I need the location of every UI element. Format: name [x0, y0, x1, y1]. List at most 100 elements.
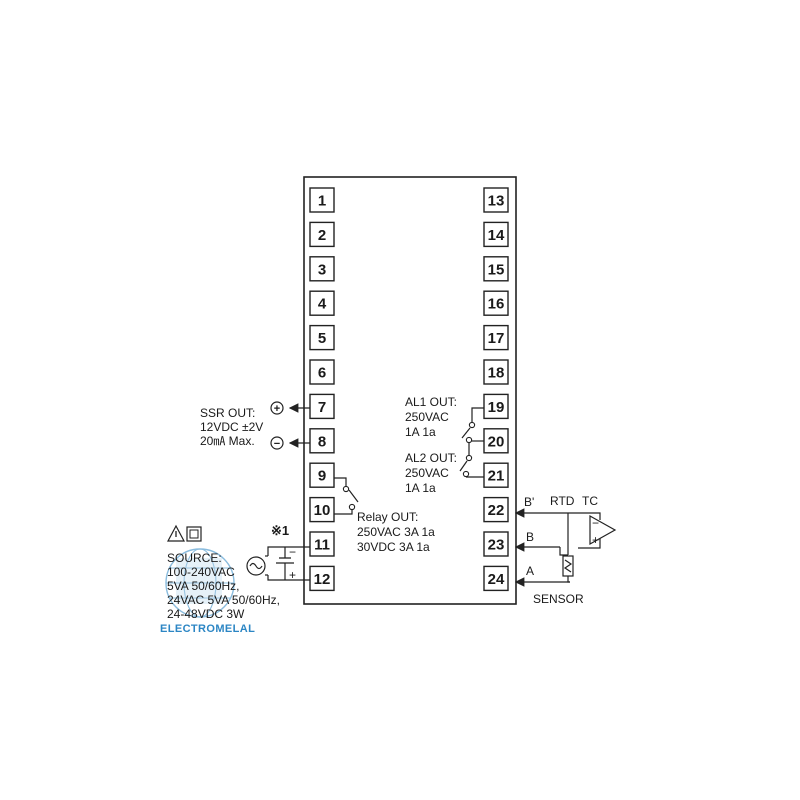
terminal-23: 23 — [483, 531, 509, 557]
terminal-box — [309, 324, 335, 351]
terminal-number: 12 — [314, 571, 331, 588]
terminal-19: 19 — [483, 393, 509, 420]
terminal-box — [309, 428, 335, 454]
terminal-9: 9 — [309, 462, 335, 488]
terminal-box — [309, 565, 335, 592]
globe-watermark-icon — [165, 548, 235, 618]
terminal-box — [483, 256, 509, 282]
tc-plus-label: + — [592, 533, 599, 547]
terminal-21: 21 — [483, 462, 509, 488]
ssr-out-voltage: 12VDC ±2V — [200, 420, 263, 434]
terminal-box — [483, 290, 509, 316]
terminal-10: 10 — [309, 496, 335, 523]
terminal-number: 21 — [488, 468, 505, 485]
ssr-minus-symbol: − — [274, 438, 280, 450]
dc-minus-label: − — [289, 545, 296, 559]
terminal-box — [483, 324, 509, 351]
terminal-number: 14 — [488, 227, 505, 244]
relay-out-ac-rating: 250VAC 3A 1a — [357, 525, 435, 539]
terminal-box — [483, 221, 509, 248]
source-note-mark: ※1 — [271, 523, 289, 538]
sensor-rtd-label: RTD — [550, 494, 575, 508]
terminal-3: 3 — [309, 256, 335, 282]
terminal-number: 9 — [318, 468, 326, 485]
terminal-number: 1 — [318, 193, 326, 210]
terminal-number: 24 — [488, 571, 505, 588]
controller-housing — [303, 176, 517, 605]
al2-out-current: 1A 1a — [405, 481, 436, 495]
terminal-number: 3 — [318, 261, 326, 278]
source-title: SOURCE: — [167, 551, 222, 565]
terminal-20: 20 — [483, 428, 509, 454]
terminal-box — [309, 531, 335, 557]
ssr-out-title: SSR OUT: — [200, 406, 255, 420]
sensor-a-label: A — [526, 564, 534, 578]
terminal-number: 19 — [488, 399, 505, 416]
sensor-b-label: B — [526, 530, 534, 544]
double-insulation-icon — [186, 526, 202, 542]
terminal-2: 2 — [309, 221, 335, 248]
terminal-box — [309, 462, 335, 488]
terminal-number: 5 — [318, 330, 326, 347]
ssr-minus-icon — [270, 436, 284, 450]
terminal-box — [309, 496, 335, 523]
terminal-12: 12 — [309, 565, 335, 592]
dc-plus-label: + — [289, 568, 296, 582]
terminal-box — [483, 565, 509, 592]
relay-out-group: Relay OUT: 250VAC 3A 1a 30VDC 3A 1a — [334, 477, 435, 554]
terminal-6: 6 — [309, 359, 335, 385]
terminal-box — [483, 462, 509, 488]
terminal-number: 17 — [488, 330, 505, 347]
terminal-number: 16 — [488, 296, 505, 313]
sensor-group: B' B A RTD TC − + SENSOR — [514, 494, 617, 606]
terminal-box — [309, 256, 335, 282]
terminal-number: 20 — [488, 433, 505, 450]
terminal-number: 2 — [318, 227, 326, 244]
al1-out-title: AL1 OUT: — [405, 395, 457, 409]
al2-out-voltage: 250VAC — [405, 466, 449, 480]
terminal-box — [309, 359, 335, 385]
sensor-tc-label: TC — [582, 494, 598, 508]
source-dc: 24-48VDC 3W — [167, 607, 245, 621]
terminal-16: 16 — [483, 290, 509, 316]
al1-out-voltage: 250VAC — [405, 410, 449, 424]
terminal-number: 22 — [488, 502, 505, 519]
terminal-box — [309, 221, 335, 248]
terminal-1: 1 — [309, 187, 335, 213]
ssr-plus-icon — [270, 401, 284, 415]
alarm-out-group: AL1 OUT: 250VAC 1A 1a AL2 OUT: 250VAC 1A… — [405, 395, 484, 495]
source-ac-power: 5VA 50/60Hz, — [167, 579, 240, 593]
right-terminal-column: 13 14 15 16 17 18 19 20 21 22 23 24 — [483, 187, 509, 592]
terminal-box — [483, 496, 509, 523]
terminal-number: 10 — [314, 502, 331, 519]
relay-out-dc-rating: 30VDC 3A 1a — [357, 540, 430, 554]
ssr-plus-symbol: + — [274, 403, 280, 415]
terminal-14: 14 — [483, 221, 509, 248]
terminal-17: 17 — [483, 324, 509, 351]
terminal-18: 18 — [483, 359, 509, 385]
terminal-number: 7 — [318, 399, 326, 416]
terminal-box — [483, 393, 509, 420]
terminal-11: 11 — [309, 531, 335, 557]
tc-minus-label: − — [592, 516, 599, 530]
source-24vac: 24VAC 5VA 50/60Hz, — [167, 593, 280, 607]
terminal-8: 8 — [309, 428, 335, 454]
terminal-box — [483, 187, 509, 213]
terminal-15: 15 — [483, 256, 509, 282]
terminal-4: 4 — [309, 290, 335, 316]
al1-contact-icon — [461, 427, 471, 439]
terminal-number: 6 — [318, 365, 326, 382]
terminal-number: 15 — [488, 261, 505, 278]
al1-out-current: 1A 1a — [405, 425, 436, 439]
relay-out-title: Relay OUT: — [357, 510, 418, 524]
relay-contact-icon — [348, 489, 359, 503]
ssr-out-group: + − SSR OUT: 12VDC ±2V 20㎃ Max. — [200, 401, 310, 450]
terminal-number: 8 — [318, 433, 326, 450]
terminal-13: 13 — [483, 187, 509, 213]
terminal-number: 23 — [488, 537, 505, 554]
ssr-out-current: 20㎃ Max. — [200, 434, 255, 448]
terminal-24: 24 — [483, 565, 509, 592]
terminal-box — [483, 359, 509, 385]
